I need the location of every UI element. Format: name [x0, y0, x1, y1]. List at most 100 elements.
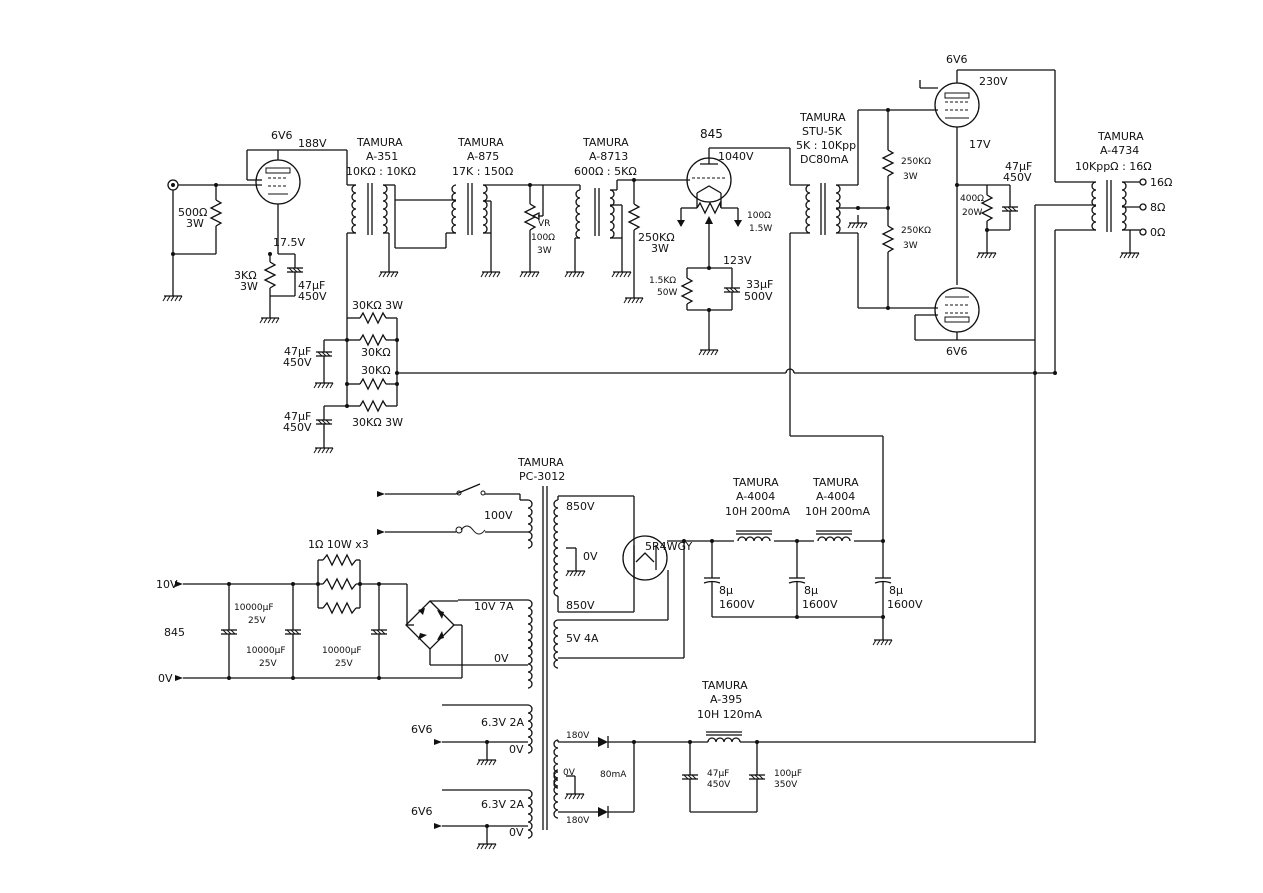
lv-supply: TAMURA A-395 10H 120mA 47μF 450V 100μF 3…: [596, 679, 1035, 818]
a351-impedance: 10KΩ : 10KΩ: [346, 165, 416, 178]
v17-label: 17V: [969, 138, 991, 151]
tube-6v6-bot-label: 6V6: [946, 345, 968, 358]
c33-label: 33μF: [746, 278, 773, 291]
transformer-a4734: TAMURA A-4734 10KppΩ : 16Ω 16Ω 8Ω 0Ω: [1054, 70, 1172, 372]
v1040-label: 1040V: [718, 150, 754, 163]
tube-6v6-input-label: 6V6: [271, 129, 293, 142]
v25a-label: 25V: [248, 616, 266, 626]
pc3012-model: PC-3012: [519, 470, 565, 483]
ch2-spec: 10H 200mA: [805, 505, 870, 518]
tube-6v6-input: [255, 159, 301, 205]
v180a-label: 180V: [566, 731, 590, 741]
r30k-2-label: 30KΩ: [361, 346, 391, 359]
v1600b-label: 1600V: [802, 598, 838, 611]
r250k-label: 250KΩ: [638, 231, 675, 244]
v0e-label: 0V: [563, 768, 576, 778]
a875-impedance: 17K : 150Ω: [452, 165, 513, 178]
power-transformer-pc3012: TAMURA PC-3012 100V 850V 0V 850V: [377, 456, 684, 850]
ch1-model: A-4004: [736, 490, 775, 503]
c10000c-label: 10000μF: [322, 646, 362, 656]
out-845-label: 845: [164, 626, 185, 639]
a4734-impedance: 10KppΩ : 16Ω: [1075, 160, 1152, 173]
out0-label: 0Ω: [1150, 226, 1165, 239]
decoupling-network: 30KΩ 3W 30KΩ 30KΩ 30KΩ 3W 47μF 450V 47μF…: [283, 299, 1055, 743]
c10000b-label: 10000μF: [246, 646, 286, 656]
speaker-16-terminal[interactable]: [1139, 178, 1147, 186]
c47e-label: 47μF: [707, 769, 729, 779]
c8c-label: 8μ: [889, 584, 903, 597]
v180b-label: 180V: [566, 816, 590, 826]
c450c-label: 450V: [283, 356, 312, 369]
c450a-label: 450V: [298, 290, 327, 303]
r400-label: 400Ω: [960, 194, 984, 204]
a8713-model: A-8713: [589, 150, 628, 163]
filament-supply-845: 1Ω 10W x3 10V 8: [156, 538, 463, 685]
c47d-label: 47μF: [284, 410, 311, 423]
r1-label: 1Ω 10W x3: [308, 538, 369, 551]
v0d-label: 0V: [509, 826, 524, 839]
out-0v-label: 0V: [158, 672, 173, 685]
tube-845: 845 1040V 100Ω 1.5W 123V 1.5KΩ 50W: [649, 127, 791, 356]
ch1-spec: 10H 200mA: [725, 505, 790, 518]
r30k-4-label: 30KΩ 3W: [352, 416, 403, 429]
transformer-a351: TAMURA A-351 10KΩ : 10KΩ: [346, 136, 416, 318]
r30k-3-label: 30KΩ: [361, 364, 391, 377]
vr-label: VR: [538, 219, 550, 229]
v1600a-label: 1600V: [719, 598, 755, 611]
speaker-0-terminal[interactable]: [1139, 228, 1147, 236]
v63a-label: 6.3V 2A: [481, 716, 525, 729]
a395-brand: TAMURA: [701, 679, 748, 692]
volume-control[interactable]: VR 100Ω 3W: [519, 184, 580, 278]
tube-6v6-top: [934, 82, 980, 128]
out-6v6a-label: 6V6: [411, 723, 433, 736]
a351-model: A-351: [366, 150, 398, 163]
rectifier-5r4wgy: 5R4WGY: [622, 535, 883, 658]
a875-brand: TAMURA: [457, 136, 504, 149]
out16-label: 16Ω: [1150, 176, 1172, 189]
v5-4a-label: 5V 4A: [566, 632, 599, 645]
r15k-label: 1.5KΩ: [649, 276, 676, 286]
input-stage: 500Ω 3W 6V6 188V 17.5V 3KΩ 3W 47μF 450V: [162, 129, 347, 324]
junction-dots: [171, 108, 1057, 828]
stu5k-model: STU-5K: [802, 125, 843, 138]
pc3012-brand: TAMURA: [517, 456, 564, 469]
v17-5-label: 17.5V: [273, 236, 305, 249]
v123-label: 123V: [723, 254, 752, 267]
vr-value: 100Ω: [531, 233, 555, 243]
power-switch[interactable]: [455, 483, 481, 495]
c47b-label: 47μF: [1005, 160, 1032, 173]
r3k-watt: 3W: [240, 280, 258, 293]
v10-7a-label: 10V 7A: [474, 600, 514, 613]
out8-label: 8Ω: [1150, 201, 1165, 214]
r250k-top-label: 250KΩ: [901, 157, 931, 167]
r250k-bot-watt: 3W: [903, 241, 918, 251]
rectifier-label: 5R4WGY: [645, 540, 692, 553]
a395-model: A-395: [710, 693, 742, 706]
v850a-label: 850V: [566, 500, 595, 513]
r400-watt: 20W: [962, 208, 982, 218]
v188-label: 188V: [298, 137, 327, 150]
tube-6v6-top-label: 6V6: [946, 53, 968, 66]
out-10v-label: 10V: [156, 578, 178, 591]
c10000a-label: 10000μF: [234, 603, 274, 613]
a395-spec: 10H 120mA: [697, 708, 762, 721]
a351-brand: TAMURA: [356, 136, 403, 149]
transformer-stu5k: TAMURA STU-5K 5K : 10Kpp DC80mA: [789, 110, 888, 365]
r100-hum-label: 100Ω: [747, 211, 771, 221]
c450b-label: 450V: [1003, 171, 1032, 184]
c350-label: 350V: [774, 780, 798, 790]
v0a-label: 0V: [583, 550, 598, 563]
transformer-a8713: TAMURA A-8713 600Ω : 5KΩ 250KΩ 3W: [564, 136, 690, 304]
c450e-label: 450V: [707, 780, 731, 790]
ma80-label: 80mA: [600, 770, 627, 780]
speaker-8-terminal[interactable]: [1139, 203, 1147, 211]
c450d-label: 450V: [283, 421, 312, 434]
r500-watt: 3W: [186, 217, 204, 230]
a8713-brand: TAMURA: [582, 136, 629, 149]
r3k-label: 3KΩ: [234, 269, 257, 282]
r250k-watt: 3W: [651, 242, 669, 255]
v1600c-label: 1600V: [887, 598, 923, 611]
c8a-label: 8μ: [719, 584, 733, 597]
stu5k-current: DC80mA: [800, 153, 849, 166]
r250k-bot-label: 250KΩ: [901, 226, 931, 236]
